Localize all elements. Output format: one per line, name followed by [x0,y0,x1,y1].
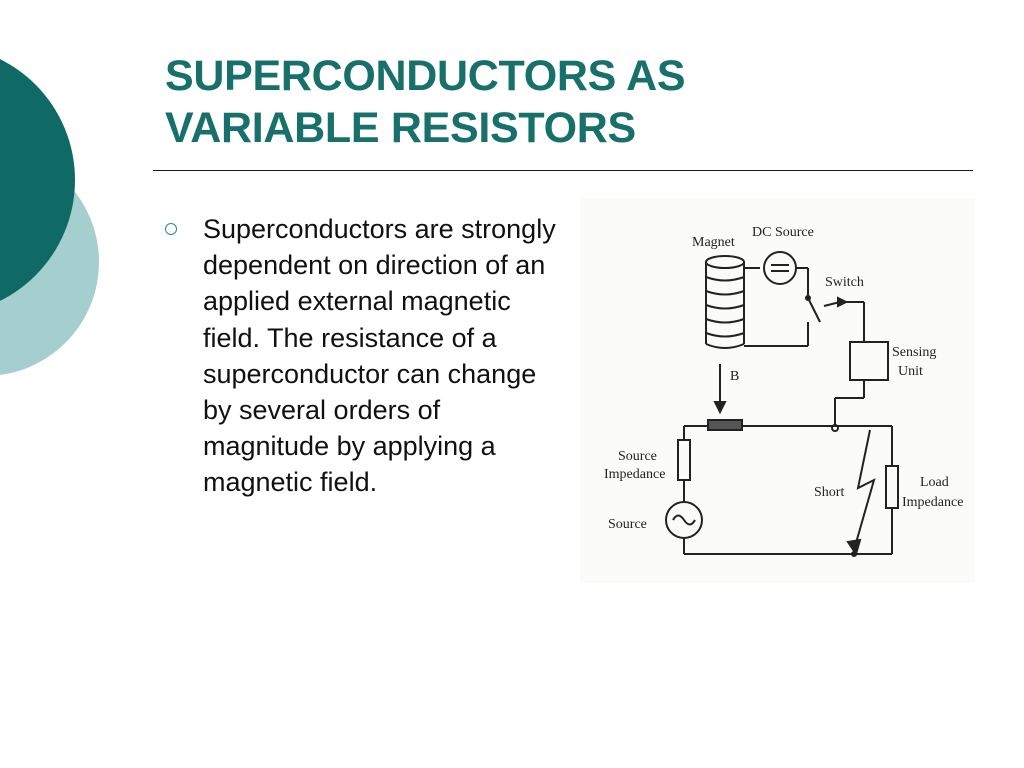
label-source-impedance-2: Impedance [604,467,665,482]
title-line-2: VARIABLE RESISTORS [165,104,636,152]
label-dc-source: DC Source [752,225,814,240]
short-lightning-icon [853,429,876,551]
circuit-diagram: Magnet DC Source Switch Sensing Unit B S… [580,198,975,583]
label-load-1: Load [920,475,949,490]
label-source: Source [608,517,647,532]
label-source-impedance-1: Source [618,449,657,464]
dark-teal-circle [0,59,75,301]
label-magnet: Magnet [692,235,735,250]
label-load-2: Impedance [902,495,963,510]
superconductor-element [707,419,743,431]
switch-blade [807,297,821,323]
field-arrow-icon [713,401,727,415]
slide-title: SUPERCONDUCTORS AS VARIABLE RESISTORS [165,50,965,154]
title-line-1: SUPERCONDUCTORS AS [165,52,686,100]
label-sensing-1: Sensing [892,345,936,360]
decorative-circles [0,59,99,375]
title-divider [153,170,973,171]
diagram-background [580,198,975,583]
bullet-text: Superconductors are strongly dependent o… [203,214,556,498]
label-sensing-2: Unit [898,364,923,379]
label-b: B [730,369,739,384]
sensing-unit-box [849,341,889,381]
label-short: Short [814,485,844,500]
bullet-circle-icon [165,223,177,235]
magnet-coil [705,255,745,349]
label-switch: Switch [825,275,864,290]
